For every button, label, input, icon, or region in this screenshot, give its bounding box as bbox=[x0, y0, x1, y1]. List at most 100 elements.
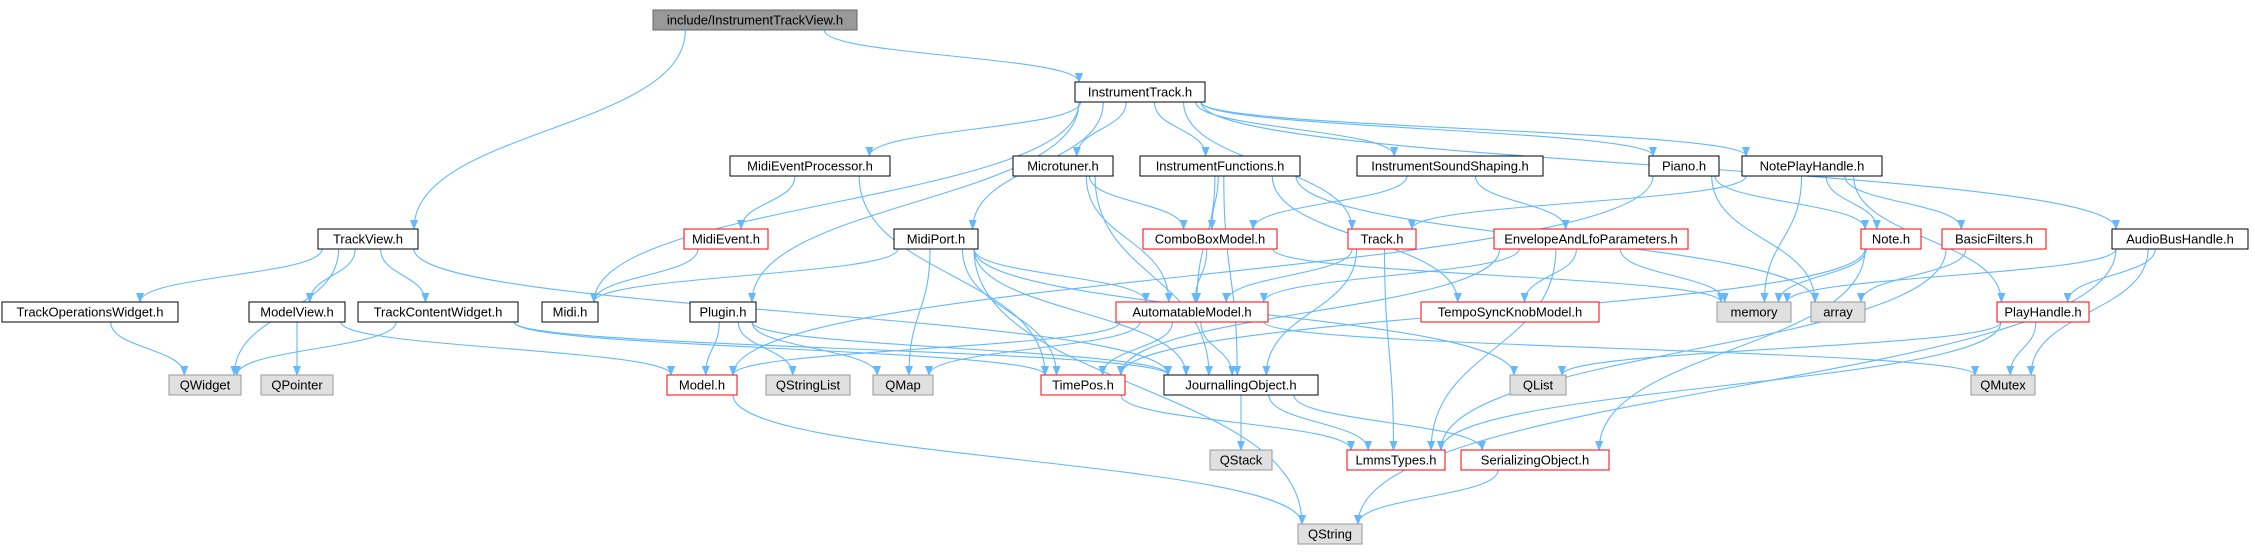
node-instrument-track[interactable]: InstrumentTrack.h bbox=[1074, 81, 1206, 103]
edge-instrument-sound-shaping-to-envelope-lfo bbox=[1474, 175, 1570, 230]
node-qpointer[interactable]: QPointer bbox=[260, 374, 334, 396]
node-label: AudioBusHandle.h bbox=[2126, 232, 2234, 247]
edge-note-play-handle-to-memory bbox=[1760, 175, 1803, 303]
node-midi-event-processor[interactable]: MidiEventProcessor.h bbox=[729, 155, 891, 177]
node-label: InstrumentFunctions.h bbox=[1156, 159, 1285, 174]
node-label: TimePos.h bbox=[1052, 378, 1114, 393]
node-tempo-sync-knob-model[interactable]: TempoSyncKnobModel.h bbox=[1420, 301, 1600, 323]
node-piano[interactable]: Piano.h bbox=[1648, 155, 1720, 177]
node-track-view[interactable]: TrackView.h bbox=[317, 228, 419, 250]
node-qstringlist[interactable]: QStringList bbox=[765, 374, 851, 396]
edge-midi-port-to-midi bbox=[590, 248, 899, 303]
edge-track-view-to-track-operations-widget bbox=[136, 248, 323, 303]
node-label: InstrumentTrack.h bbox=[1088, 85, 1192, 100]
node-label: LmmsTypes.h bbox=[1356, 453, 1437, 468]
node-label: AutomatableModel.h bbox=[1132, 305, 1251, 320]
node-journalling-object[interactable]: JournallingObject.h bbox=[1163, 374, 1319, 396]
edge-play-handle-to-qlist bbox=[1558, 321, 2002, 376]
edge-midi-event-to-midi bbox=[590, 248, 699, 303]
node-label: QStack bbox=[1220, 453, 1263, 468]
edge-track-to-automatable-model bbox=[1222, 248, 1353, 303]
node-midi-port[interactable]: MidiPort.h bbox=[893, 228, 979, 250]
node-microtuner[interactable]: Microtuner.h bbox=[1012, 155, 1114, 177]
node-root-instrument-track-view[interactable]: include/InstrumentTrackView.h bbox=[652, 9, 858, 31]
node-combo-box-model[interactable]: ComboBoxModel.h bbox=[1142, 228, 1278, 250]
node-label: QPointer bbox=[271, 378, 323, 393]
node-label: QWidget bbox=[180, 378, 231, 393]
node-label: TrackOperationsWidget.h bbox=[17, 305, 164, 320]
edge-track-content-widget-to-journalling-object bbox=[513, 321, 1172, 376]
node-track-operations-widget[interactable]: TrackOperationsWidget.h bbox=[1, 301, 179, 323]
edge-track-operations-widget-to-qwidget bbox=[110, 321, 189, 376]
node-envelope-and-lfo-parameters[interactable]: EnvelopeAndLfoParameters.h bbox=[1493, 228, 1689, 250]
edge-midi-event-processor-to-midi-event bbox=[737, 175, 796, 230]
node-track[interactable]: Track.h bbox=[1347, 228, 1417, 250]
edge-midi-port-to-journalling-object bbox=[973, 248, 1191, 376]
node-midi[interactable]: Midi.h bbox=[541, 301, 599, 323]
node-label: PlayHandle.h bbox=[2004, 305, 2081, 320]
edge-microtuner-to-journalling-object bbox=[1094, 175, 1213, 376]
edge-envelope-lfo-to-automatable-model bbox=[1259, 248, 1520, 303]
edge-plugin-to-model bbox=[701, 321, 720, 376]
edge-time-pos-to-lmms-types bbox=[1120, 394, 1355, 451]
node-label: TrackView.h bbox=[333, 232, 403, 247]
node-label: include/InstrumentTrackView.h bbox=[667, 13, 843, 28]
node-label: BasicFilters.h bbox=[1955, 232, 2033, 247]
node-note[interactable]: Note.h bbox=[1860, 228, 1922, 250]
node-label: QStringList bbox=[776, 378, 841, 393]
edge-automatable-model-to-qmutex bbox=[1263, 321, 1979, 376]
edge-track-content-widget-to-time-pos bbox=[513, 321, 1049, 376]
edge-instrument-track-to-microtuner bbox=[1072, 101, 1127, 157]
node-qlist[interactable]: QList bbox=[1509, 374, 1567, 396]
node-qstring[interactable]: QString bbox=[1297, 523, 1363, 545]
node-time-pos[interactable]: TimePos.h bbox=[1040, 374, 1126, 396]
node-instrument-functions[interactable]: InstrumentFunctions.h bbox=[1139, 155, 1301, 177]
edge-instrument-functions-to-journalling-object bbox=[1223, 175, 1242, 376]
node-label: array bbox=[1823, 305, 1853, 320]
node-memory[interactable]: memory bbox=[1716, 301, 1792, 323]
node-label: QString bbox=[1308, 527, 1352, 542]
node-label: MidiEvent.h bbox=[692, 232, 760, 247]
node-plugin[interactable]: Plugin.h bbox=[689, 301, 757, 323]
edge-audio-bus-handle-to-qstring bbox=[1354, 248, 2117, 525]
node-label: QMutex bbox=[1980, 378, 2026, 393]
edge-automatable-model-to-journalling-object bbox=[1200, 321, 1237, 376]
node-qstack[interactable]: QStack bbox=[1209, 449, 1273, 471]
edge-serializing-object-to-qstring bbox=[1354, 469, 1499, 525]
edge-note-play-handle-to-play-handle bbox=[1853, 175, 2006, 303]
node-model-view[interactable]: ModelView.h bbox=[248, 301, 346, 323]
node-qwidget[interactable]: QWidget bbox=[168, 374, 242, 396]
node-serializing-object[interactable]: SerializingObject.h bbox=[1460, 449, 1610, 471]
edge-journalling-object-to-lmms-types bbox=[1268, 394, 1373, 451]
edge-note-play-handle-to-track bbox=[1408, 175, 1747, 230]
edge-instrument-functions-to-combo-box-model bbox=[1207, 175, 1219, 230]
node-note-play-handle[interactable]: NotePlayHandle.h bbox=[1741, 155, 1883, 177]
node-label: MidiEventProcessor.h bbox=[747, 159, 873, 174]
edge-instrument-track-to-midi bbox=[590, 101, 1080, 303]
node-midi-event[interactable]: MidiEvent.h bbox=[683, 228, 769, 250]
node-qmutex[interactable]: QMutex bbox=[1970, 374, 2036, 396]
node-label: JournallingObject.h bbox=[1185, 378, 1296, 393]
node-array[interactable]: array bbox=[1810, 301, 1866, 323]
edge-instrument-sound-shaping-to-combo-box-model bbox=[1249, 175, 1408, 230]
node-label: TempoSyncKnobModel.h bbox=[1438, 305, 1583, 320]
edge-audio-bus-handle-to-qmutex bbox=[2027, 248, 2149, 376]
edge-track-content-widget-to-qwidget bbox=[233, 321, 397, 376]
node-qmap[interactable]: QMap bbox=[872, 374, 934, 396]
node-instrument-sound-shaping[interactable]: InstrumentSoundShaping.h bbox=[1356, 155, 1544, 177]
node-lmms-types[interactable]: LmmsTypes.h bbox=[1346, 449, 1446, 471]
edge-piano-to-note bbox=[1714, 175, 1869, 230]
node-track-content-widget[interactable]: TrackContentWidget.h bbox=[357, 301, 519, 323]
node-label: QMap bbox=[885, 378, 920, 393]
node-label: Midi.h bbox=[553, 305, 588, 320]
edge-microtuner-to-automatable-model bbox=[1085, 175, 1173, 303]
node-model[interactable]: Model.h bbox=[666, 374, 738, 396]
node-basic-filters[interactable]: BasicFilters.h bbox=[1941, 228, 2047, 250]
node-automatable-model[interactable]: AutomatableModel.h bbox=[1115, 301, 1269, 323]
edge-note-to-serializing-object bbox=[1595, 248, 1866, 451]
edge-plugin-to-qstringlist bbox=[737, 321, 797, 376]
node-play-handle[interactable]: PlayHandle.h bbox=[1996, 301, 2090, 323]
node-audio-bus-handle[interactable]: AudioBusHandle.h bbox=[2111, 228, 2249, 250]
edge-root-to-instrument-track bbox=[823, 29, 1083, 83]
